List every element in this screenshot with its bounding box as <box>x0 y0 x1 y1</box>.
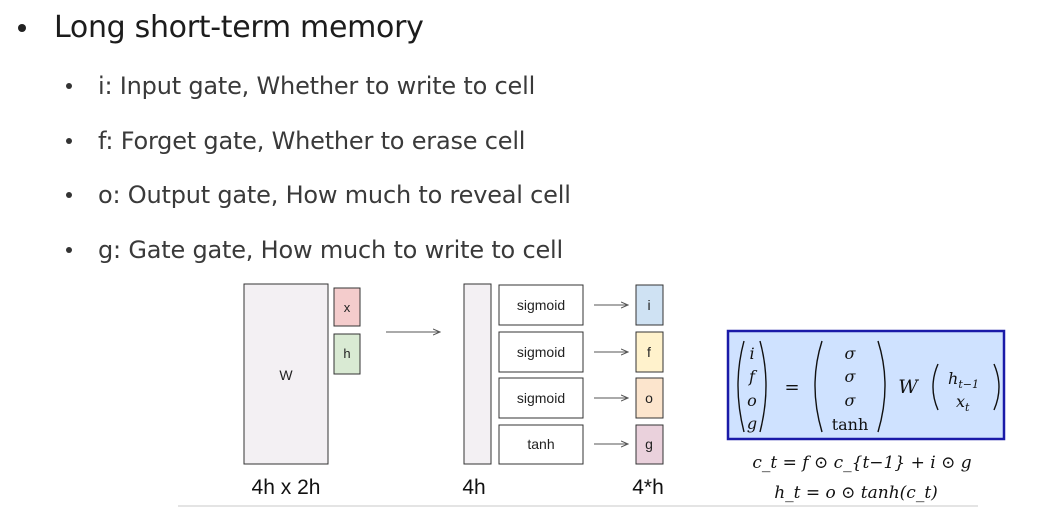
left-paren <box>932 363 939 411</box>
activation-label: tanh <box>527 436 554 452</box>
gate-box-o <box>635 377 664 419</box>
bullet-item: o: Output gate, How much to reveal cell <box>66 181 571 209</box>
vec-entry-h: ht−1 <box>948 369 979 391</box>
right-paren <box>993 363 1000 411</box>
x-symbol: x <box>956 392 965 411</box>
activation-label: sigmoid <box>517 344 565 360</box>
gate-label-o: o <box>645 390 653 406</box>
hidden-update-equation: h_t = o ⊙ tanh(c_t) <box>774 483 938 503</box>
activation-entry: σ <box>845 367 857 386</box>
vec-entry-x: xt <box>956 392 970 414</box>
dim-label-gates: 4*h <box>632 476 664 499</box>
vec-entry: o <box>747 391 757 410</box>
bullet-text: o: Output gate, How much to reveal cell <box>98 181 571 209</box>
activation-box-sigmoid-1 <box>498 284 584 326</box>
bullet-text: g: Gate gate, How much to write to cell <box>98 236 563 264</box>
activation-entry: σ <box>845 391 857 410</box>
gate-box-i <box>635 284 664 326</box>
h-subscript: t−1 <box>958 378 979 391</box>
bullet-text: i: Input gate, Whether to write to cell <box>98 72 536 100</box>
activation-entry: tanh <box>832 415 869 434</box>
weight-label: W <box>279 367 293 383</box>
h-vector-box <box>333 333 361 375</box>
left-paren <box>814 340 823 433</box>
gate-box-f <box>635 331 664 373</box>
weight-symbol: W <box>898 376 919 398</box>
bullet-dot <box>18 23 26 32</box>
bullet-dot <box>66 138 72 144</box>
right-paren <box>759 340 767 433</box>
activation-label: sigmoid <box>517 297 565 313</box>
bullet-item: g: Gate gate, How much to write to cell <box>66 236 563 264</box>
right-paren <box>877 340 886 433</box>
vec-entry: i <box>749 344 754 363</box>
vec-entry: g <box>747 414 757 433</box>
gate-label-i: i <box>647 297 650 313</box>
vec-entry: f <box>748 367 758 386</box>
activation-entry: σ <box>845 344 857 363</box>
cell-update-equation: c_t = f ⊙ c_{t−1} + i ⊙ g <box>752 453 971 473</box>
equation-box <box>726 329 1006 441</box>
left-paren <box>737 340 745 433</box>
dim-label-pre: 4h <box>462 476 485 499</box>
x-vector-label: x <box>344 300 351 315</box>
slide-heading: Long short-term memory <box>54 10 424 45</box>
h-vector-label: h <box>343 346 350 361</box>
gate-box-g <box>635 424 664 465</box>
dim-label-weight: 4h x 2h <box>252 476 321 499</box>
activation-box-tanh <box>498 424 584 465</box>
activation-box-sigmoid-2 <box>498 331 584 373</box>
activation-box-sigmoid-3 <box>498 377 584 419</box>
x-subscript: t <box>965 401 970 414</box>
bullet-dot <box>66 247 72 253</box>
x-vector-box <box>333 287 361 327</box>
bullet-text: f: Forget gate, Whether to erase cell <box>98 127 526 155</box>
weight-matrix <box>243 283 329 465</box>
gate-label-g: g <box>645 436 653 452</box>
bullet-dot <box>66 83 72 89</box>
activation-label: sigmoid <box>517 390 565 406</box>
h-symbol: h <box>948 369 958 388</box>
gate-label-f: f <box>647 344 651 360</box>
bullet-item: i: Input gate, Whether to write to cell <box>66 72 535 100</box>
bullet-dot <box>66 192 72 198</box>
equals-sign: = <box>784 377 799 398</box>
preactivation-vector <box>463 283 492 465</box>
bullet-item: f: Forget gate, Whether to erase cell <box>66 127 525 155</box>
heading-bullet: Long short-term memory <box>18 10 424 45</box>
